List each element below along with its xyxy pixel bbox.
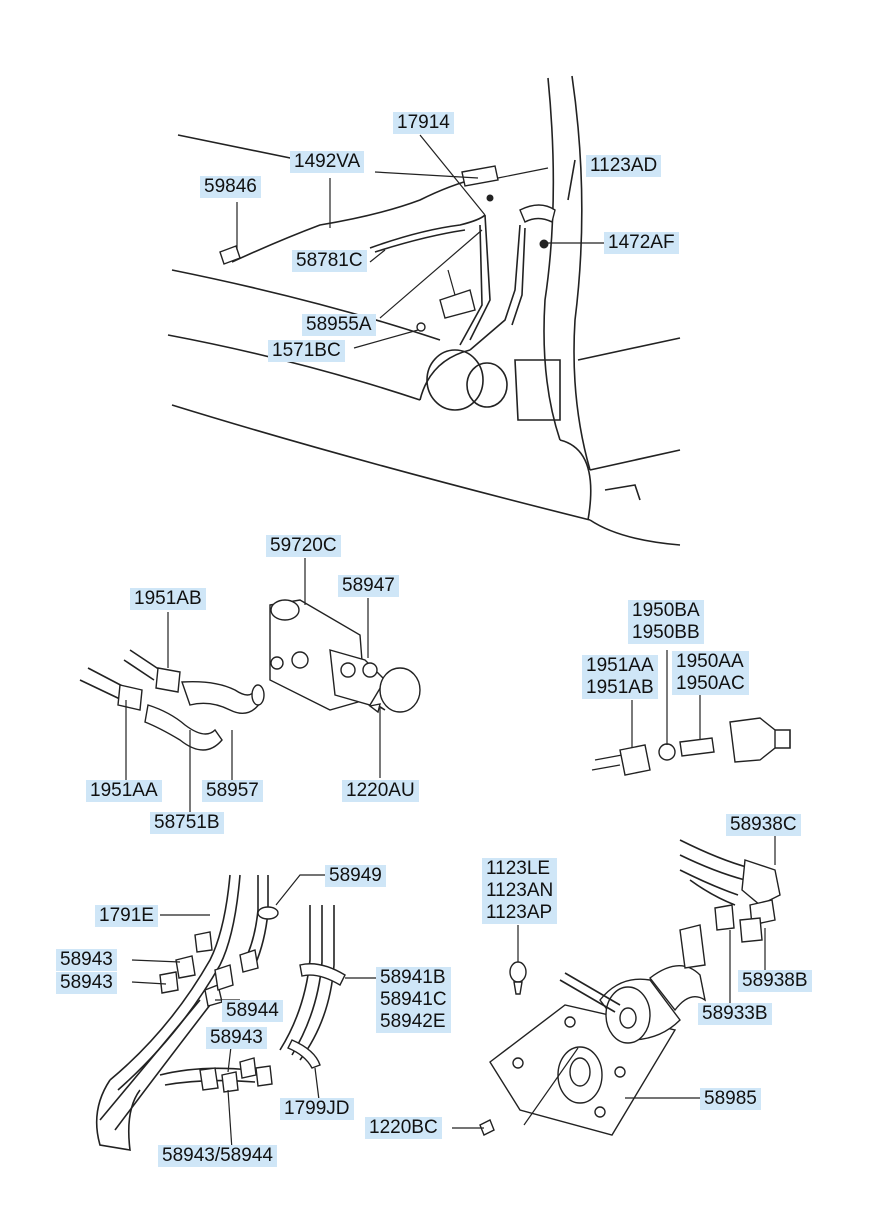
part-number: 58947	[342, 575, 395, 596]
part-label-58938B[interactable]: 58938B	[738, 970, 812, 992]
part-number: 1123AN	[486, 880, 554, 901]
wiring-harness	[219, 165, 556, 351]
pump-and-bracket	[479, 839, 781, 1136]
part-number: 58949	[329, 865, 382, 886]
part-label-1123AD[interactable]: 1123AD	[586, 155, 662, 177]
part-number: 59846	[204, 176, 257, 197]
part-label-1220BC[interactable]: 1220BC	[365, 1117, 442, 1139]
part-label-58781C[interactable]: 58781C	[292, 250, 367, 272]
part-number: 58943	[210, 1027, 263, 1048]
part-label-17914[interactable]: 17914	[393, 112, 454, 134]
part-label-58955A[interactable]: 58955A	[302, 314, 376, 336]
part-label-58943-b[interactable]: 58943	[56, 972, 117, 994]
part-label-59846[interactable]: 59846	[200, 176, 261, 198]
part-number: 58941B	[380, 967, 446, 988]
part-number: 1123AP	[486, 902, 553, 923]
part-number: 1950BB	[632, 622, 700, 643]
part-number: 58941C	[380, 989, 447, 1010]
part-number: 59720C	[270, 535, 337, 556]
part-label-58944[interactable]: 58944	[222, 1000, 283, 1022]
part-number: 1951AA	[90, 780, 158, 801]
part-label-1571BC[interactable]: 1571BC	[268, 340, 345, 362]
part-label-1951AB-left[interactable]: 1951AB	[130, 588, 206, 610]
part-number: 1951AA	[586, 655, 654, 676]
part-number: 58955A	[306, 314, 372, 335]
hose-assembly	[79, 649, 265, 751]
part-number: 1220AU	[346, 780, 415, 801]
part-label-58938C[interactable]: 58938C	[726, 814, 801, 836]
part-number: 58944	[226, 1000, 279, 1021]
part-label-1791E[interactable]: 1791E	[95, 905, 158, 927]
valve-body	[269, 599, 421, 714]
part-number: 58943	[60, 949, 113, 970]
part-label-58943-58944[interactable]: 58943/58944	[158, 1145, 277, 1167]
part-number: 58751B	[154, 812, 220, 833]
part-number: 1123AD	[590, 155, 658, 176]
part-label-58949[interactable]: 58949	[325, 865, 386, 887]
part-label-1951AA-left[interactable]: 1951AA	[86, 780, 162, 802]
part-number: 58943/58944	[162, 1145, 273, 1166]
part-number: 1791E	[99, 905, 154, 926]
part-number: 1472AF	[608, 232, 675, 253]
part-number: 1951AB	[134, 588, 202, 609]
part-number: 1951AB	[586, 677, 654, 698]
pipe-bundle	[95, 874, 346, 1151]
part-number: 1950AA	[676, 651, 744, 672]
part-number: 58933B	[702, 1003, 768, 1024]
part-number: 1123LE	[486, 858, 551, 879]
part-number: 58938C	[730, 814, 797, 835]
part-label-58947[interactable]: 58947	[338, 575, 399, 597]
part-number: 1799JD	[284, 1098, 350, 1119]
part-number: 58942E	[380, 1011, 446, 1032]
vehicle-body-outline	[167, 75, 681, 546]
leader-lines	[125, 134, 776, 1151]
part-number: 58957	[206, 780, 259, 801]
part-number: 58943	[60, 972, 113, 993]
part-number: 58938B	[742, 970, 808, 991]
part-label-58943-c[interactable]: 58943	[206, 1027, 267, 1049]
part-number: 1571BC	[272, 340, 341, 361]
part-number: 17914	[397, 112, 450, 133]
part-number: 58985	[704, 1088, 757, 1109]
fitting-assembly	[591, 717, 791, 776]
part-number: 1950AC	[676, 673, 745, 694]
part-label-1472AF[interactable]: 1472AF	[604, 232, 679, 254]
part-number: 1220BC	[369, 1117, 438, 1138]
part-number: 1492VA	[294, 151, 361, 172]
part-label-58751B[interactable]: 58751B	[150, 812, 224, 834]
part-label-58957[interactable]: 58957	[202, 780, 263, 802]
part-number: 1950BA	[632, 600, 700, 621]
part-label-59720C[interactable]: 59720C	[266, 535, 341, 557]
part-label-58985[interactable]: 58985	[700, 1088, 761, 1110]
part-label-58943-a[interactable]: 58943	[56, 949, 117, 971]
part-number: 58781C	[296, 250, 363, 271]
part-label-1492VA[interactable]: 1492VA	[290, 151, 365, 173]
part-label-1220AU[interactable]: 1220AU	[342, 780, 419, 802]
part-label-1799JD[interactable]: 1799JD	[280, 1098, 354, 1120]
part-label-58933B[interactable]: 58933B	[698, 1003, 772, 1025]
